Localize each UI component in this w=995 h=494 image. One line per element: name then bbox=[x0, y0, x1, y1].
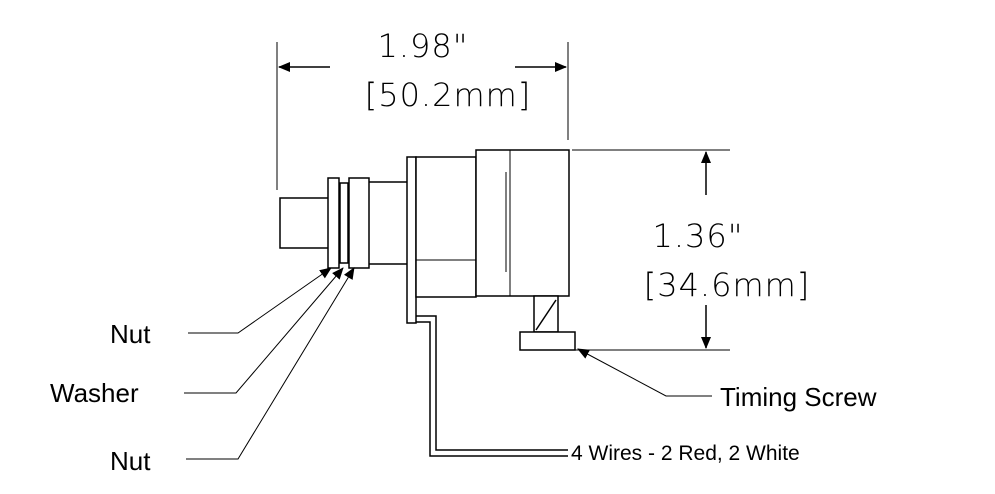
front-nut bbox=[327, 177, 340, 269]
nut-top-leader bbox=[188, 267, 332, 334]
device-body bbox=[279, 149, 576, 457]
timing-screw-head bbox=[519, 331, 576, 351]
threaded-shaft bbox=[279, 197, 331, 249]
nut-bottom-leader bbox=[186, 267, 355, 460]
mounting-plate bbox=[406, 156, 417, 324]
wire-lead-outer bbox=[413, 315, 568, 451]
timing-screw-label: Timing Screw bbox=[720, 382, 877, 412]
height-inches-label: 1.36" bbox=[653, 217, 744, 255]
main-housing bbox=[475, 149, 570, 297]
timing-screw-leader bbox=[577, 348, 712, 397]
width-mm-label: [50.2mm] bbox=[365, 76, 532, 114]
width-inches-label: 1.98" bbox=[378, 27, 469, 65]
nut-top-label: Nut bbox=[110, 319, 151, 349]
wire-lead-inner bbox=[413, 321, 568, 457]
bushing bbox=[367, 181, 411, 265]
washer bbox=[339, 182, 349, 264]
nut-bottom-label: Nut bbox=[110, 446, 151, 476]
washer-leader bbox=[184, 267, 344, 394]
washer-label: Washer bbox=[50, 378, 139, 408]
height-dimension: 1.36" [34.6mm] bbox=[572, 149, 811, 351]
center-housing bbox=[415, 156, 477, 298]
timing-screw-slot bbox=[535, 299, 557, 331]
width-dimension: 1.98" [50.2mm] bbox=[276, 27, 569, 190]
height-mm-label: [34.6mm] bbox=[644, 266, 811, 304]
rear-nut bbox=[348, 177, 370, 269]
wires-label: 4 Wires - 2 Red, 2 White bbox=[571, 442, 800, 465]
leader-lines bbox=[184, 267, 712, 460]
